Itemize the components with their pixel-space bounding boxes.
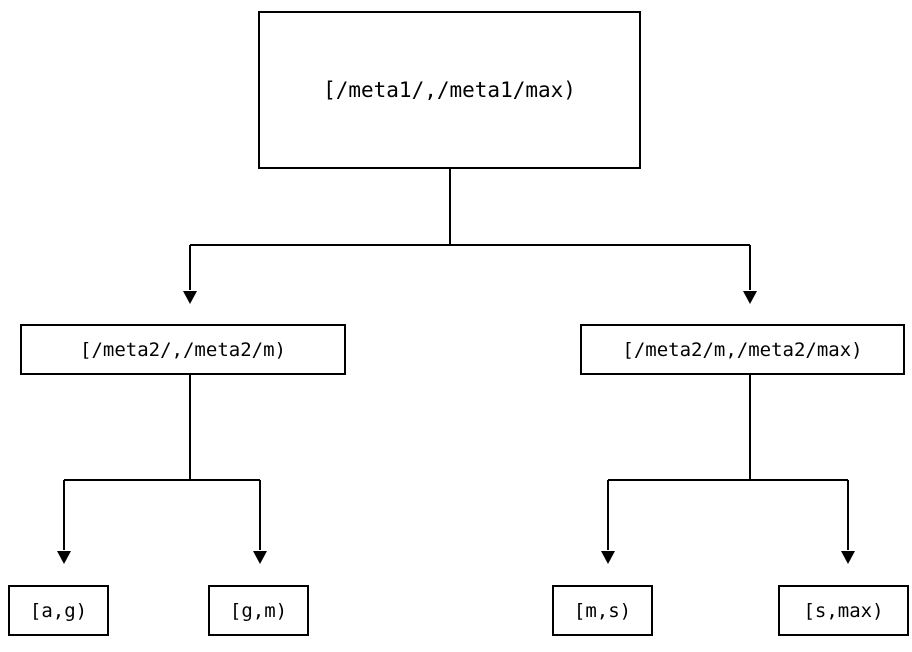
tree-node-leaf-ag[interactable]: [a,g)	[8, 585, 109, 636]
tree-node-right-mid-label: [/meta2/m,/meta2/max)	[622, 338, 863, 361]
tree-node-root-label: [/meta1/,/meta1/max)	[323, 78, 576, 102]
arrowhead-to-leaf-smax	[841, 551, 855, 564]
arrowhead-to-right-mid	[743, 291, 757, 304]
arrowhead-to-left-mid	[183, 291, 197, 304]
arrowhead-to-leaf-gm	[253, 551, 267, 564]
tree-node-leaf-smax-label: [s,max)	[803, 599, 884, 622]
tree-node-left-mid-label: [/meta2/,/meta2/m)	[80, 338, 286, 361]
tree-node-right-mid[interactable]: [/meta2/m,/meta2/max)	[580, 324, 905, 375]
tree-node-leaf-ms[interactable]: [m,s)	[552, 585, 653, 636]
tree-node-leaf-ag-label: [a,g)	[29, 599, 88, 622]
tree-node-leaf-gm[interactable]: [g,m)	[208, 585, 309, 636]
tree-node-left-mid[interactable]: [/meta2/,/meta2/m)	[20, 324, 346, 375]
arrowhead-to-leaf-ms	[601, 551, 615, 564]
tree-node-leaf-smax[interactable]: [s,max)	[778, 585, 909, 636]
arrowhead-to-leaf-ag	[57, 551, 71, 564]
tree-node-leaf-gm-label: [g,m)	[229, 599, 288, 622]
tree-node-root[interactable]: [/meta1/,/meta1/max)	[258, 11, 641, 169]
tree-node-leaf-ms-label: [m,s)	[573, 599, 632, 622]
